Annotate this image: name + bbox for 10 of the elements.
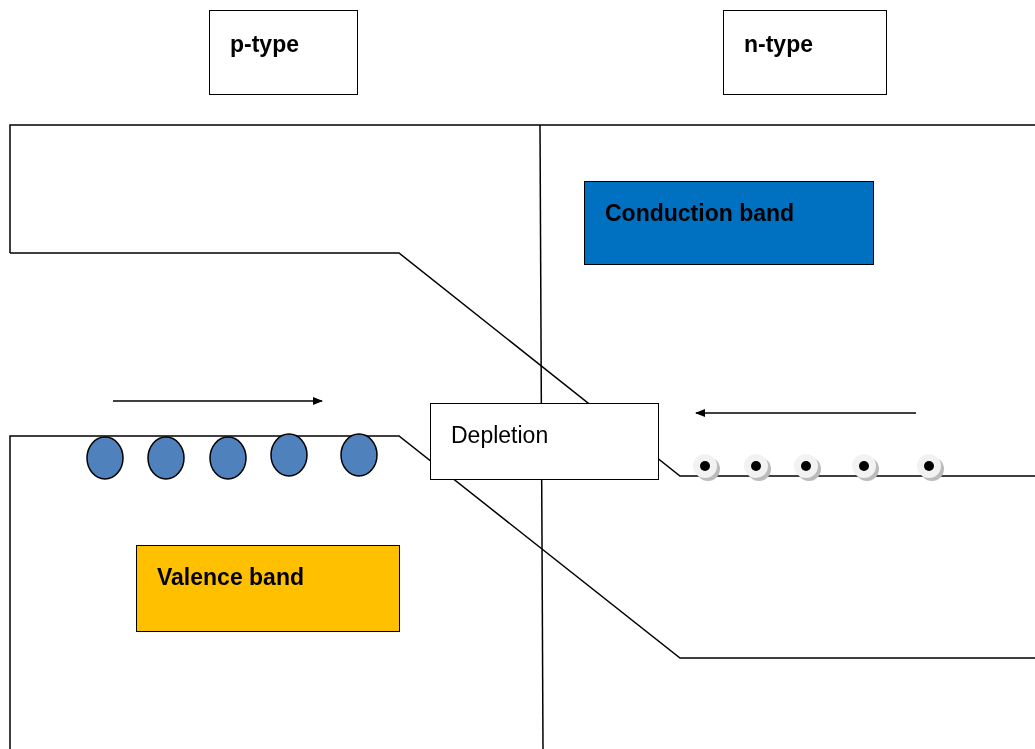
box-label: n-type	[744, 31, 813, 58]
box-label: p-type	[230, 31, 299, 58]
box-label: Conduction band	[605, 200, 795, 227]
box-label: Valence band	[157, 564, 304, 591]
band-box	[584, 181, 874, 265]
label-box	[209, 10, 358, 95]
box-label: Depletion	[451, 422, 549, 449]
region-box	[430, 403, 659, 480]
band-box	[136, 545, 400, 632]
label-box	[723, 10, 887, 95]
